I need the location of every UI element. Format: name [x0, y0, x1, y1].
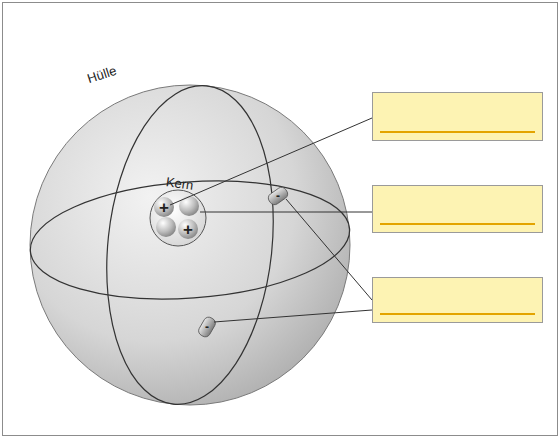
leader-line [170, 118, 372, 205]
orbit-ring [26, 171, 353, 309]
charge-sign: + [183, 221, 193, 238]
nucleus [150, 190, 206, 246]
frame [3, 3, 558, 436]
answer-line [380, 131, 535, 133]
charge-sign: + [159, 199, 169, 216]
electron [197, 315, 217, 338]
electron [266, 185, 289, 206]
leader-line [200, 212, 372, 213]
shell-sphere [30, 85, 350, 405]
orbit-ring [92, 77, 289, 412]
answer-line [380, 313, 535, 315]
answer-box [373, 93, 543, 141]
neutron [179, 196, 199, 216]
proton [154, 197, 174, 217]
charge-sign: - [276, 190, 280, 202]
answer-box [373, 186, 543, 233]
leader-line [286, 199, 372, 300]
neutron [156, 217, 176, 237]
answer-line [380, 223, 535, 225]
leader-line [214, 310, 372, 322]
proton [178, 219, 198, 239]
charge-sign: - [205, 321, 209, 333]
part-name: Kern [165, 175, 194, 192]
answer-box [373, 278, 543, 323]
